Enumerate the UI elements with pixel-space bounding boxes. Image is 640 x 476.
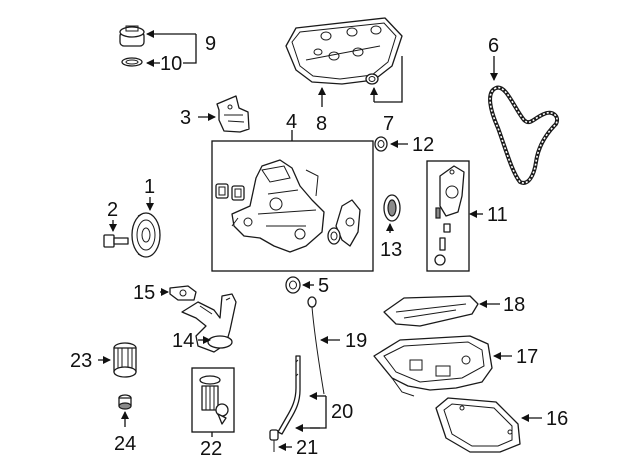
- crankshaft-front-seal: [383, 194, 401, 222]
- pulley-bolt: [103, 234, 129, 248]
- timing-cover-gaskets: [215, 183, 245, 201]
- callout-4: 4: [286, 111, 297, 133]
- seal-part-5: [285, 276, 301, 294]
- oil-strainer: [181, 293, 237, 353]
- callout-15: 15: [133, 282, 155, 304]
- callout-2: 2: [107, 199, 118, 221]
- callout-7: 7: [383, 113, 394, 135]
- valve-cover-seal: [365, 73, 379, 85]
- callout-5: 5: [318, 275, 329, 297]
- callout-8: 8: [316, 113, 327, 135]
- oil-filler-cap: [119, 25, 145, 47]
- oil-filter-housing: [113, 342, 137, 378]
- callout-11: 11: [487, 204, 508, 226]
- callout-23: 23: [70, 350, 92, 372]
- callout-13: 13: [380, 239, 402, 261]
- callout-16: 16: [546, 408, 568, 430]
- callout-9: 9: [205, 33, 216, 55]
- oil-filter-element-box: [191, 367, 235, 433]
- callout-21: 21: [296, 437, 318, 459]
- callout-1: 1: [144, 176, 155, 198]
- lower-oil-pan: [435, 397, 521, 453]
- oil-pump-small-parts: [434, 207, 451, 266]
- timing-chain: [488, 85, 559, 185]
- oil-baffle-plate: [383, 295, 479, 327]
- crankshaft-pulley: [131, 212, 161, 258]
- crank-seal-inner: [327, 227, 341, 245]
- oil-filter-element: [199, 375, 229, 425]
- dipstick-tube-seal: [269, 429, 279, 452]
- dipstick-tube: [277, 355, 301, 435]
- callout-18: 18: [503, 294, 525, 316]
- callout-7-bracket: [370, 56, 403, 103]
- valve-cover: [285, 17, 403, 85]
- callout-22: 22: [200, 438, 222, 460]
- oil-pump: [439, 165, 465, 217]
- oil-dipstick: [307, 296, 325, 395]
- callout-9-10-bracket: [146, 30, 197, 67]
- timing-cover-seal-small: [374, 136, 388, 152]
- callout-20: 20: [331, 401, 353, 423]
- callout-20-bracket: [295, 392, 327, 432]
- filler-cap-gasket: [121, 57, 143, 67]
- callout-6: 6: [488, 35, 499, 57]
- callout-17: 17: [516, 346, 538, 368]
- callout-10: 10: [160, 53, 182, 75]
- callout-14: 14: [172, 330, 194, 352]
- engine-bracket: [216, 95, 250, 133]
- callout-19: 19: [345, 330, 367, 352]
- oil-filter-drain-plug: [118, 394, 132, 410]
- callout-3: 3: [180, 107, 191, 129]
- upper-oil-pan: [373, 335, 493, 397]
- callout-24: 24: [114, 433, 136, 455]
- timing-chain-cover: [231, 159, 325, 253]
- strainer-gasket: [169, 285, 197, 301]
- callout-12: 12: [412, 134, 434, 156]
